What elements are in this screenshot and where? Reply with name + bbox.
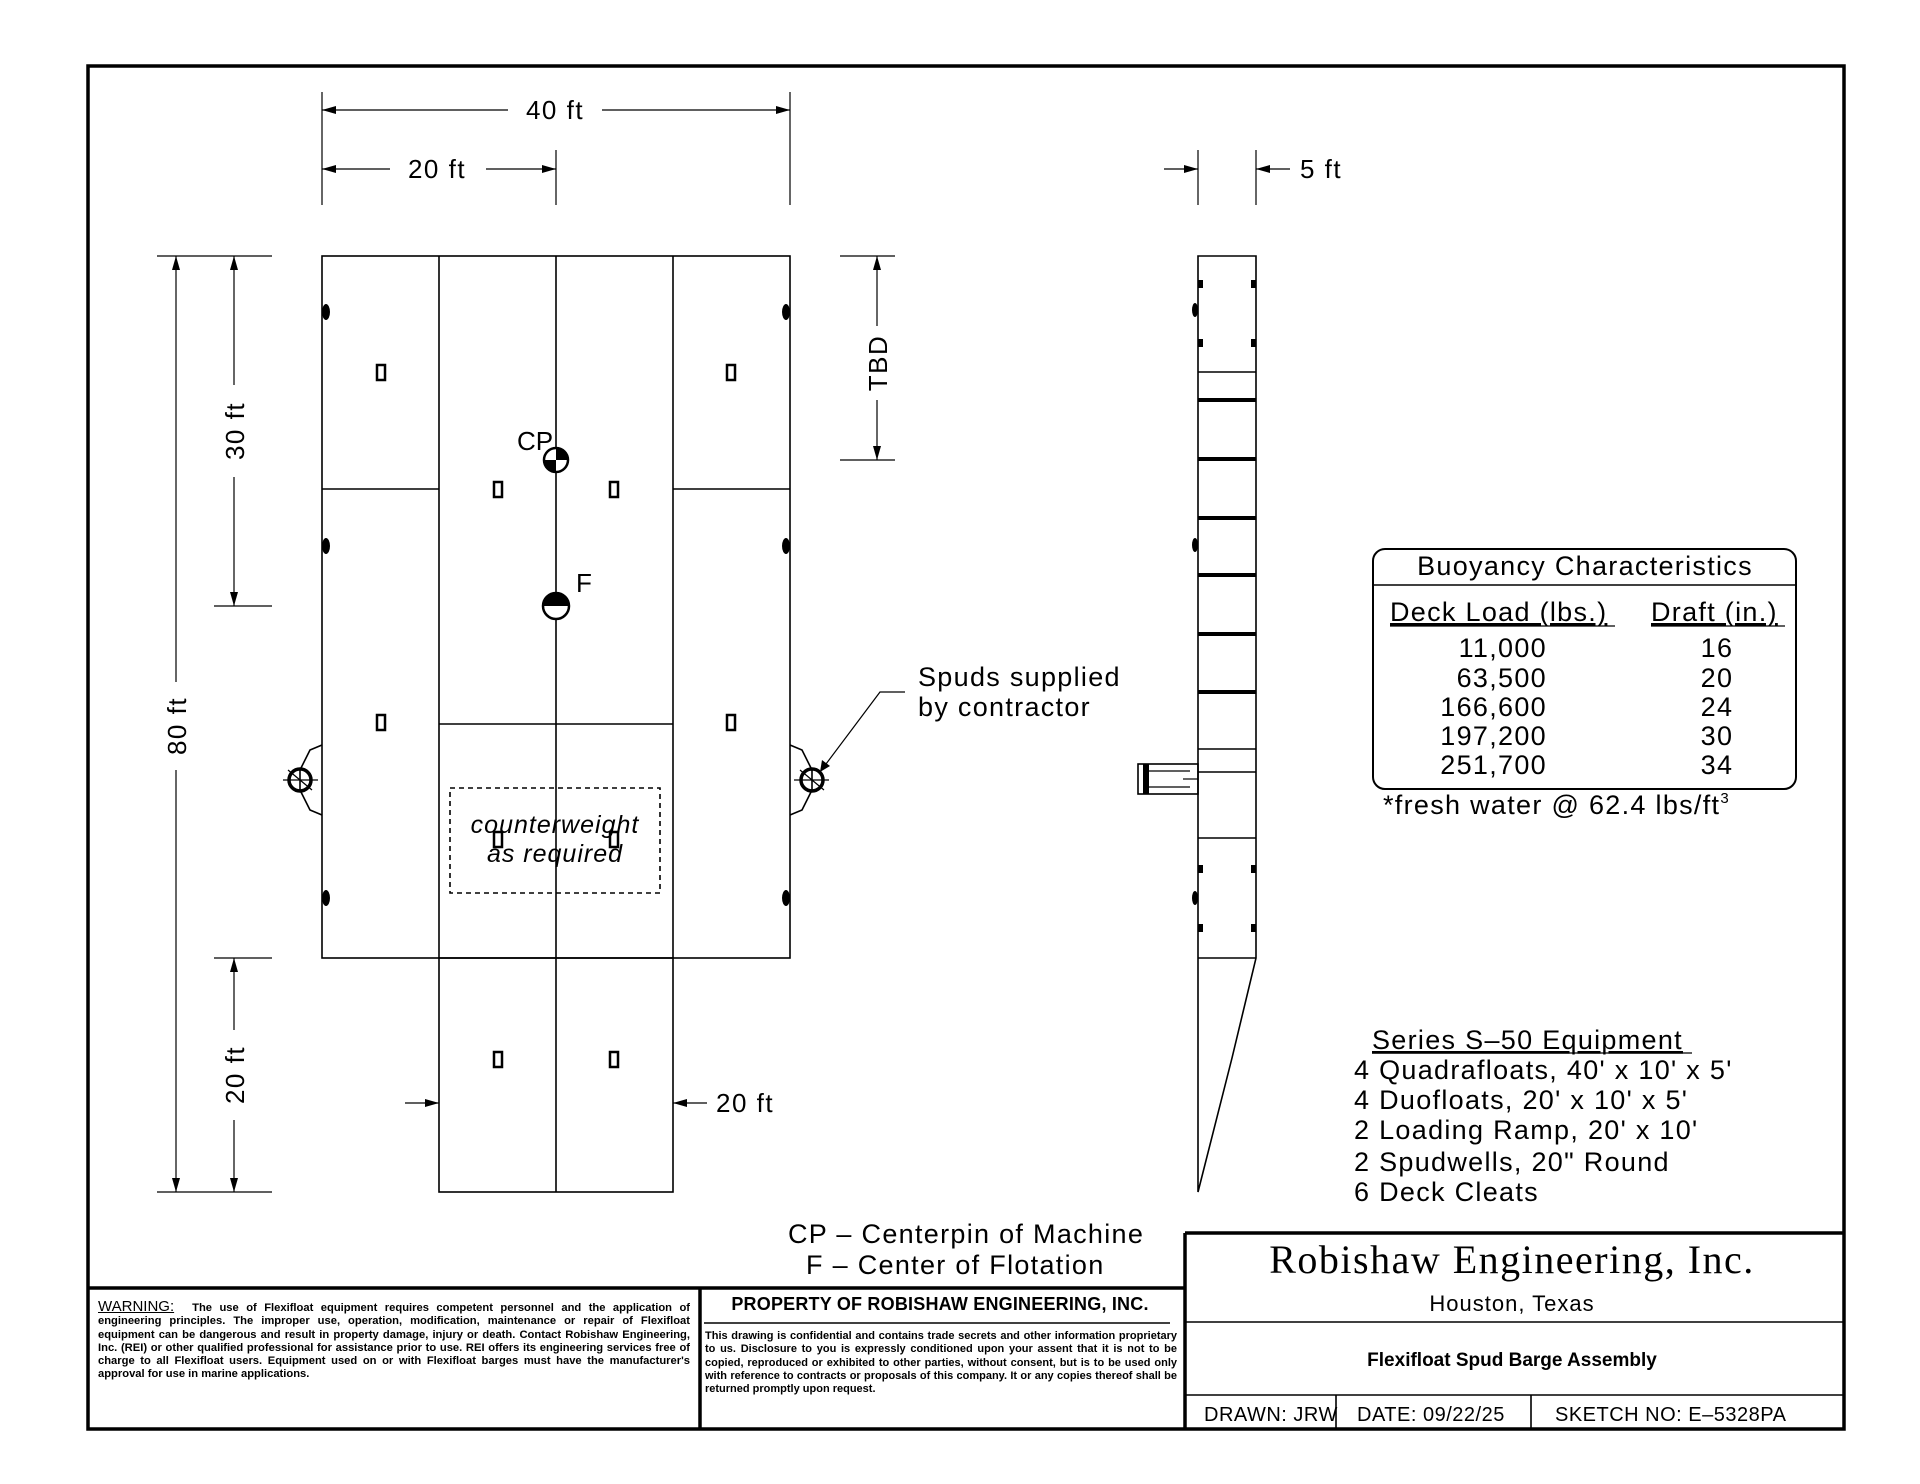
buoyancy-rows: 11,000 16 63,500 20 166,600 24 197,200 3… [1440, 633, 1734, 780]
warning-note: WARNING:The use of Flexifloat equipment … [98, 1298, 690, 1382]
dim-20ft-left: 20 ft [220, 1046, 250, 1104]
title-block: Robishaw Engineering, Inc. Houston, Texa… [88, 1231, 1844, 1429]
flotation-symbol [541, 591, 571, 621]
buoyancy-draft: 16 [1701, 633, 1734, 663]
counterweight-box [449, 787, 661, 894]
dim-40ft: 40 ft [526, 95, 584, 125]
deck-cleats [375, 363, 737, 1069]
counterweight-label-1: counterweight [471, 811, 640, 839]
equipment-title: Series S–50 Equipment [1372, 1025, 1683, 1055]
dim-80ft: 80 ft [162, 697, 192, 755]
spuds-note: Spuds supplied by contractor [819, 662, 1121, 773]
buoyancy-table-frame [1372, 548, 1797, 790]
sheet-border [86, 64, 1846, 1431]
spudwell-right [789, 744, 829, 816]
sketch-number: SKETCH NO: E–5328PA [1555, 1404, 1787, 1426]
buoyancy-col-draft: Draft (in.) [1651, 597, 1778, 627]
legend: CP – Centerpin of Machine F – Center of … [788, 1219, 1144, 1280]
buoyancy-load: 63,500 [1457, 663, 1547, 693]
warning-label: WARNING: [98, 1298, 175, 1315]
drawn-by: DRAWN: JRW [1204, 1404, 1338, 1426]
warning-text: The use of Flexifloat equipment requires… [98, 1302, 690, 1381]
buoyancy-load: 197,200 [1440, 721, 1547, 751]
buoyancy-table: Buoyancy Characteristics Deck Load (lbs.… [1372, 548, 1797, 820]
equipment-item: 2 Spudwells, 20" Round [1354, 1147, 1670, 1177]
counterweight-label-2: as required [487, 840, 623, 868]
buoyancy-footnote: *fresh water @ 62.4 lbs/ft3 [1383, 790, 1730, 820]
dim-20ft-top: 20 ft [408, 154, 466, 184]
buoyancy-col-load: Deck Load (lbs.) [1390, 597, 1607, 627]
dim-20ft-ramp: 20 ft [716, 1088, 774, 1118]
buoyancy-footnote-text: *fresh water @ 62.4 lbs/ft [1383, 790, 1720, 820]
equipment-item: 6 Deck Cleats [1354, 1177, 1539, 1207]
property-heading: PROPERTY OF ROBISHAW ENGINEERING, INC. [731, 1294, 1149, 1314]
company-location: Houston, Texas [1429, 1291, 1594, 1316]
buoyancy-load: 11,000 [1459, 633, 1547, 663]
drawing-title: Flexifloat Spud Barge Assembly [1367, 1350, 1657, 1371]
equipment-item: 4 Duofloats, 20' x 10' x 5' [1354, 1085, 1688, 1115]
spuds-note-line1: Spuds supplied [918, 662, 1121, 692]
buoyancy-draft: 20 [1701, 663, 1734, 693]
buoyancy-draft: 24 [1701, 692, 1734, 722]
equipment-list: Series S–50 Equipment 4 Quadrafloats, 40… [1354, 1025, 1733, 1207]
buoyancy-load: 251,700 [1440, 750, 1547, 780]
f-label: F [576, 568, 592, 598]
buoyancy-load: 166,600 [1440, 692, 1547, 722]
plan-view: CP F counterweight as required [283, 255, 829, 1193]
spudwell-left [283, 744, 323, 816]
buoyancy-footnote-sup: 3 [1720, 790, 1730, 807]
centerpin-symbol [542, 446, 570, 474]
buoyancy-draft: 30 [1701, 721, 1734, 751]
legend-cp: CP – Centerpin of Machine [788, 1219, 1144, 1249]
side-connectors [322, 304, 790, 906]
legend-f: F – Center of Flotation [806, 1250, 1105, 1280]
equipment-item: 4 Quadrafloats, 40' x 10' x 5' [1354, 1055, 1733, 1085]
buoyancy-draft: 34 [1701, 750, 1734, 780]
equipment-item: 2 Loading Ramp, 20' x 10' [1354, 1115, 1699, 1145]
spuds-note-line2: by contractor [918, 692, 1091, 722]
dim-5ft: 5 ft [1300, 154, 1342, 184]
dim-tbd: TBD [863, 335, 893, 392]
drawing-date: DATE: 09/22/25 [1357, 1404, 1505, 1426]
dim-30ft: 30 ft [220, 402, 250, 460]
cp-label: CP [517, 426, 553, 456]
buoyancy-title: Buoyancy Characteristics [1417, 551, 1753, 581]
company-name: Robishaw Engineering, Inc. [1269, 1237, 1755, 1282]
plan-dimensions: 40 ft 20 ft 80 ft 30 ft 20 ft 20 ft TBD [157, 92, 895, 1193]
property-text: This drawing is confidential and contain… [705, 1330, 1177, 1396]
side-view: 5 ft [1137, 150, 1342, 1193]
